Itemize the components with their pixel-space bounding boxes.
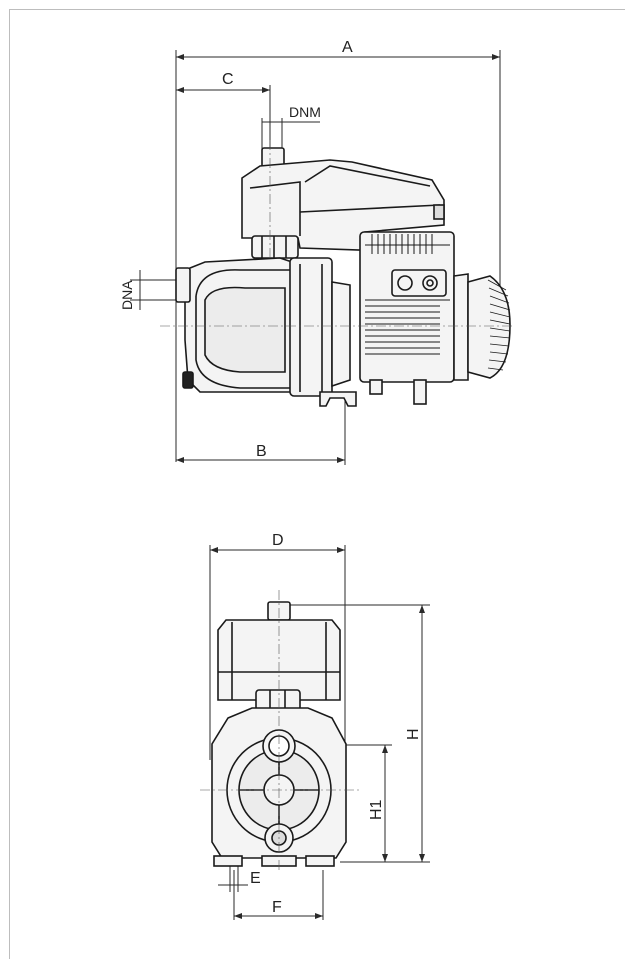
side-view-arrowheads: [176, 54, 500, 463]
dim-label-DNM: DNM: [289, 104, 321, 120]
dim-label-C: C: [222, 71, 234, 88]
dim-label-B: B: [256, 443, 267, 460]
front-view-dimension-lines: [209, 545, 430, 920]
dim-label-H1: H1: [368, 799, 385, 820]
dim-label-H: H: [405, 728, 422, 740]
dim-label-D: D: [272, 532, 284, 549]
dim-label-A: A: [342, 39, 353, 56]
front-view-centerlines: [200, 590, 360, 870]
side-view-centerlines: [160, 140, 515, 327]
dim-label-E: E: [250, 870, 261, 887]
dim-label-DNA: DNA: [119, 280, 135, 310]
drawing-frame: [9, 9, 625, 959]
front-view-arrowheads: [210, 547, 425, 919]
fan-cover-ribs: [487, 279, 511, 371]
dim-label-F: F: [272, 899, 282, 916]
side-view-dimension-lines: [130, 50, 501, 465]
pump-side-view: [175, 147, 511, 407]
